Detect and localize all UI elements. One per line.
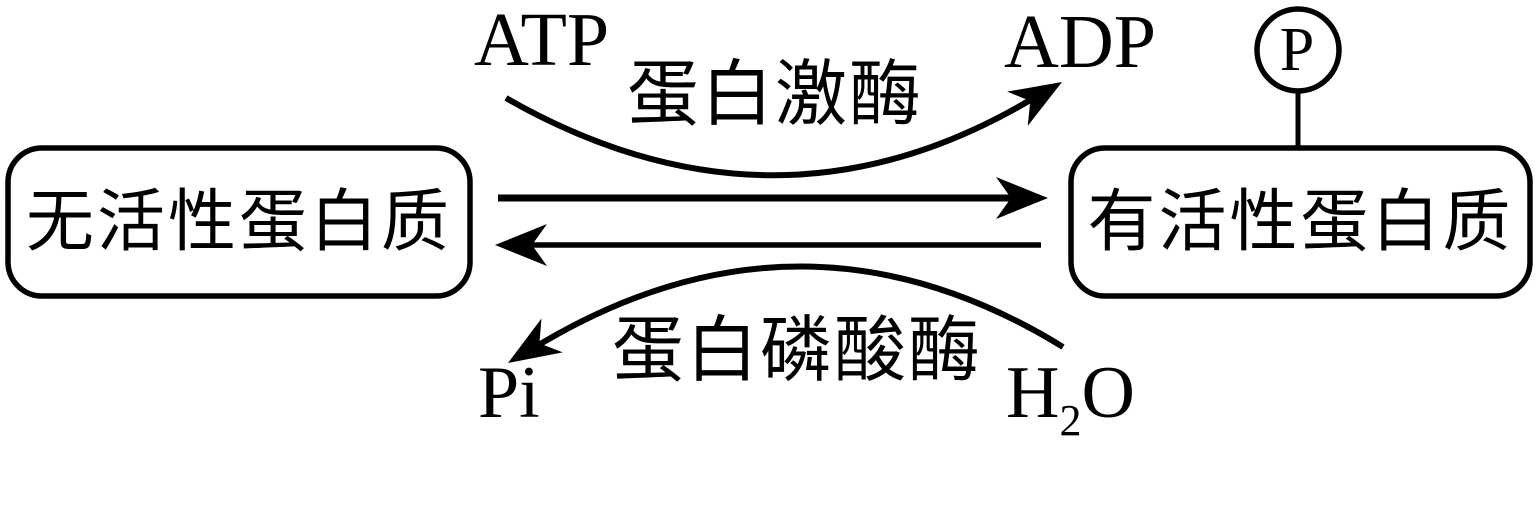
kinase-arrowhead-icon [1007,82,1062,126]
water-subscript: 2 [1059,396,1082,445]
phosphatase-arrowhead-icon [508,318,563,363]
water-o: O [1081,352,1135,434]
inorganic-phosphate-label: Pi [478,352,540,434]
adp-label: ADP [1004,0,1157,84]
active-protein-label: 有活性蛋白质 [1087,184,1514,260]
kinase-arc-arrow [504,95,1034,179]
forward-arrowhead-icon [996,177,1048,219]
inactive-protein-label: 无活性蛋白质 [25,184,452,260]
protein-phosphatase-label: 蛋白磷酸酶 [611,311,982,391]
reverse-arrowhead-icon [495,224,547,266]
phosphate-group-label: P [1279,16,1315,84]
phosphatase-arc-arrow [530,263,1065,352]
inactive-protein-box [5,145,473,299]
water-h: H [1006,352,1060,434]
protein-kinase-label: 蛋白激酶 [626,55,923,135]
atp-label: ATP [474,0,610,82]
water-label: H2O [1006,356,1135,443]
